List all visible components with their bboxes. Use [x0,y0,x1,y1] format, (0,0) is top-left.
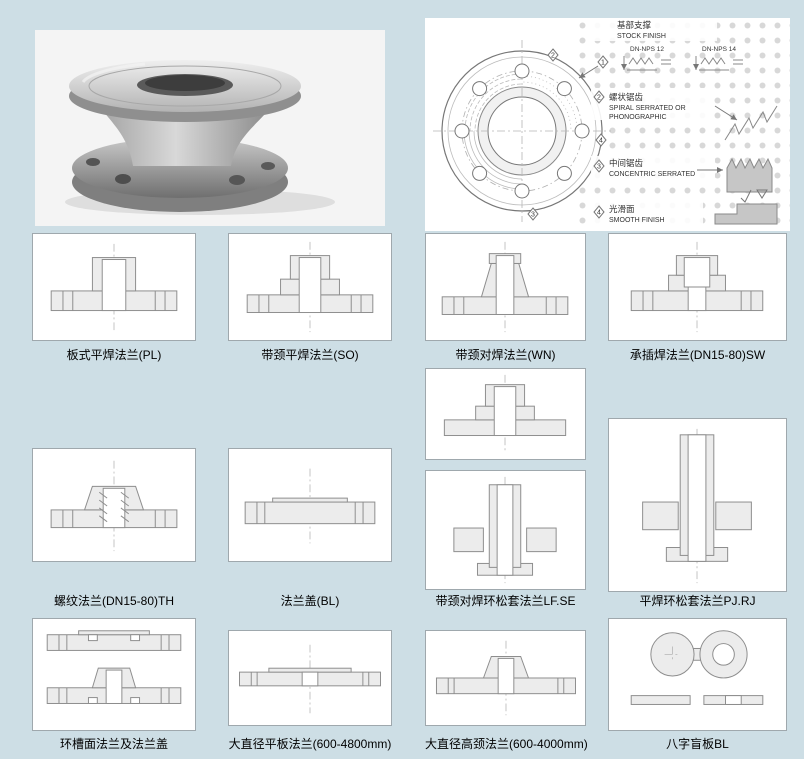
svg-text:4: 4 [599,138,603,145]
finish-stock: 基部支撑 STOCK FINISH DN-NPS 12 DN-NPS 14 [578,19,743,79]
serrated-block [726,157,773,193]
smooth-step-block [714,203,778,225]
svg-text:PHONOGRAPHIC: PHONOGRAPHIC [609,114,667,121]
marker-1: 1 [597,55,609,69]
svg-text:2: 2 [597,95,601,102]
flange-face-finish-diagram: 2 4 3 基部支撑 STOCK FINISH DN-NPS 12 DN-NPS… [425,18,790,231]
finish-smooth: 4 光滑面 SMOOTH FINISH [591,189,778,225]
drawing-threaded-flange [32,448,196,562]
caption-large-high-neck-flange: 大直径高颈法兰(600-4000mm) [425,737,588,751]
stock-finish-sketch-14 [693,56,743,71]
triangle-mark [756,189,768,199]
caption-spectacle-blind: 八字盲板BL [666,737,729,751]
dn-nps-14-label: DN-NPS 14 [702,46,736,53]
svg-text:4: 4 [597,210,601,217]
svg-text:3: 3 [597,164,601,171]
marker-3: 3 [593,159,605,173]
svg-text:2: 2 [551,53,555,60]
drawing-large-diameter-high-neck-flange [425,630,586,726]
flange-photo [35,30,385,226]
svg-text:STOCK FINISH: STOCK FINISH [617,33,666,40]
svg-text:SMOOTH FINISH: SMOOTH FINISH [609,217,665,224]
svg-text:螺状锯齿: 螺状锯齿 [609,92,644,102]
svg-text:SPIRAL SERRATED OR: SPIRAL SERRATED OR [609,105,686,112]
finish-concentric: 3 中间锯齿 CONCENTRIC SERRATED [591,156,773,193]
svg-text:CONCENTRIC SERRATED: CONCENTRIC SERRATED [609,171,695,178]
caption-socket-weld-flange: 承插焊法兰(DN15-80)SW [629,348,766,362]
caption-loose-flange: 平焊环松套法兰PJ.RJ [639,594,756,608]
bolt-holes [454,63,590,199]
drawing-spectacle-blind [608,618,787,731]
dn-nps-12-label: DN-NPS 12 [630,46,664,53]
marker-4: 4 [593,205,605,219]
svg-text:3: 3 [531,212,535,219]
drawing-lap-joint-stub-end [425,368,586,460]
caption-lap-joint-flange: 带颈对焊环松套法兰LF.SE [435,594,576,608]
caption-ring-groove-flange: 环槽面法兰及法兰盖 [59,737,168,751]
halftone-pattern [575,18,790,231]
caption-weld-neck-flange: 带颈对焊法兰(WN) [455,348,556,362]
drawing-flat-weld-loose-flange [608,418,787,592]
drawing-plate-flat-weld-flange [32,233,196,341]
surface-finish-symbol [740,189,752,203]
finish-spiral: 2 螺状锯齿 SPIRAL SERRATED OR PHONOGRAPHIC [591,88,778,141]
caption-blind-flange: 法兰盖(BL) [280,594,340,608]
drawing-large-diameter-flat-flange [228,630,392,726]
marker-3-on-view: 3 [527,207,539,221]
caption-large-flat-flange: 大直径平板法兰(600-4800mm) [228,737,392,751]
marker-2-on-view: 2 [547,48,559,62]
flange-photo-image [35,30,385,226]
svg-text:中间锯齿: 中间锯齿 [609,158,644,168]
drawing-blind-flange [228,448,392,562]
serration-profile-sketch [724,105,778,141]
drawing-ring-groove-flange-and-cover [32,618,196,731]
svg-text:基部支撑: 基部支撑 [617,20,652,30]
drawing-lap-joint-loose-flange [425,470,586,590]
caption-slip-on-flange: 带颈平焊法兰(SO) [261,348,359,362]
svg-text:1: 1 [601,60,605,67]
svg-text:光滑面: 光滑面 [609,204,635,214]
drawing-slip-on-flange [228,233,392,341]
caption-threaded-flange: 螺纹法兰(DN15-80)TH [53,594,174,608]
marker-4-on-view: 4 [595,133,607,147]
marker-2: 2 [593,90,605,104]
stock-finish-sketch-12 [621,56,671,71]
drawing-weld-neck-flange [425,233,586,341]
flange-front-view: 2 4 3 [433,40,611,222]
drawing-socket-weld-flange [608,233,787,341]
caption-plate-flat-weld-flange: 板式平焊法兰(PL) [66,348,162,362]
